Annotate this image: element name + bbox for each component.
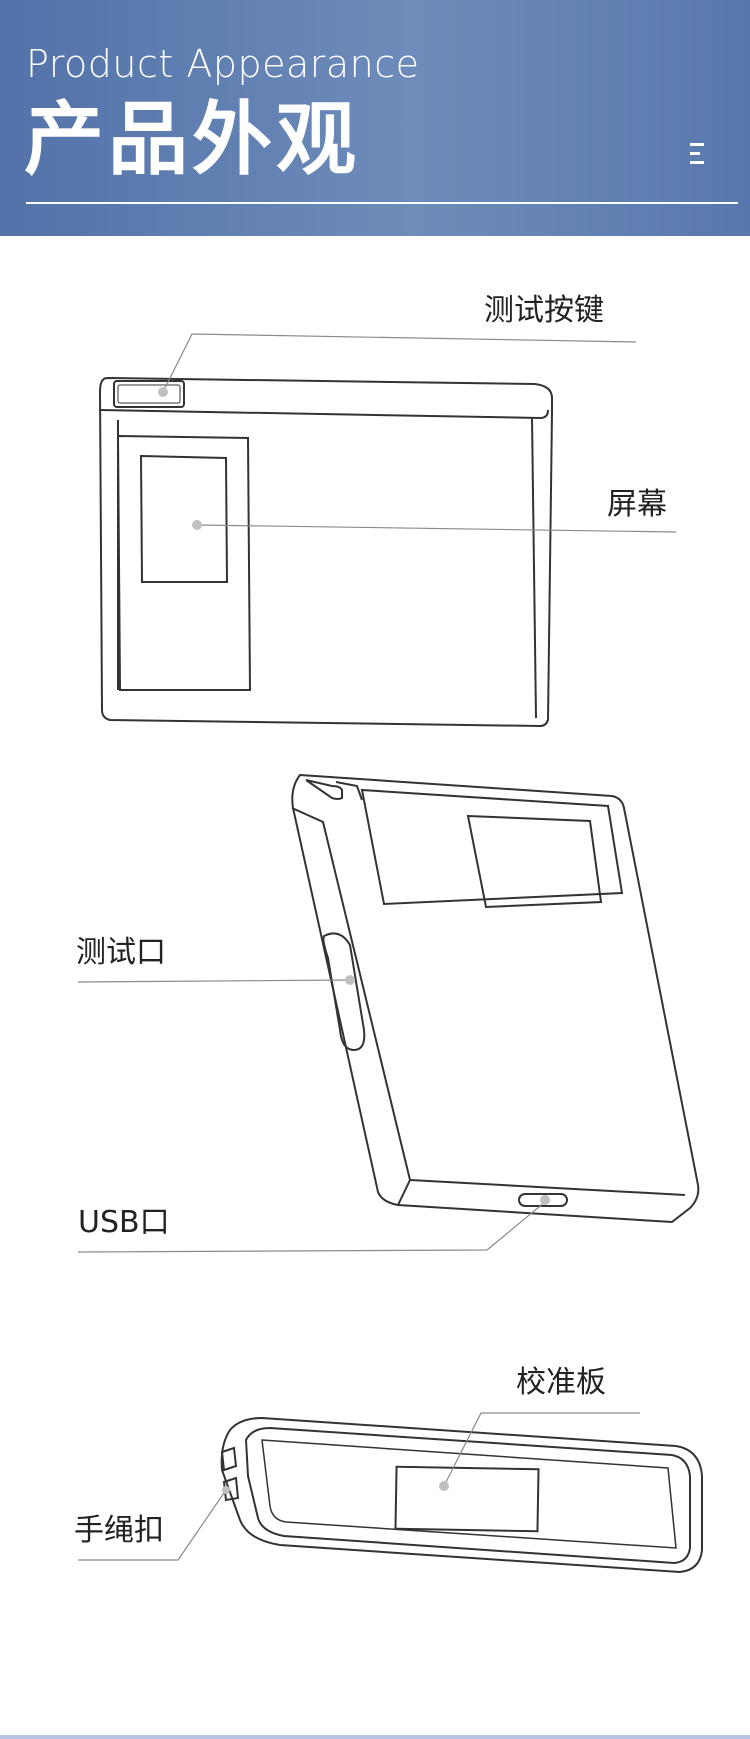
callout-test-port: 测试口 xyxy=(76,935,166,970)
test-button-shape xyxy=(113,380,185,408)
perspective-screen-shape xyxy=(466,814,603,909)
header-divider xyxy=(26,202,738,204)
anchor-dots xyxy=(158,387,550,1494)
callout-screen: 屏幕 xyxy=(607,487,667,522)
callout-usb-port: USB口 xyxy=(78,1205,170,1240)
page-title-chinese: 产品外观 xyxy=(24,93,360,186)
callout-lanyard-buckle: 手绳扣 xyxy=(74,1513,164,1548)
callout-test-button: 测试按键 xyxy=(484,293,604,328)
leader-lines xyxy=(77,333,677,1561)
device-perspective-view xyxy=(291,773,700,1224)
bottom-divider xyxy=(0,1735,750,1739)
page-header: Product Appearance 产品外观 xyxy=(0,0,750,236)
device-side-view xyxy=(220,1416,703,1574)
device-front-view xyxy=(98,376,553,728)
callout-calibration-plate: 校准板 xyxy=(516,1365,606,1400)
page-title-english: Product Appearance xyxy=(26,42,420,86)
menu-icon[interactable] xyxy=(690,143,706,165)
screen-shape xyxy=(139,454,229,583)
test-port-shape xyxy=(322,932,366,1052)
calibration-plate-shape xyxy=(394,1465,540,1533)
usb-port-shape xyxy=(518,1193,568,1207)
